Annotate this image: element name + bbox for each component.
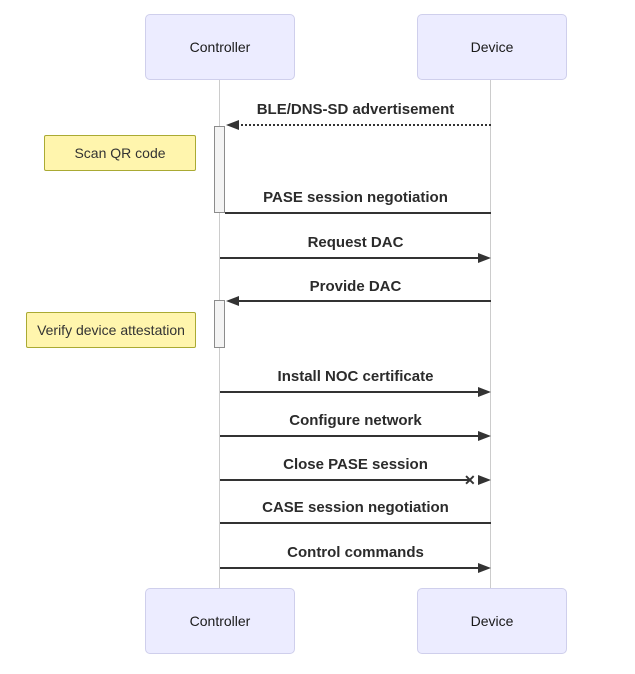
message-label: Close PASE session [283, 456, 428, 473]
cross-icon: ✕ [464, 472, 476, 488]
message-line [225, 212, 491, 214]
actor-controller-bottom: Controller [145, 588, 295, 654]
message-label: Configure network [289, 412, 422, 429]
actor-label: Device [470, 39, 514, 55]
device-lifeline [490, 80, 491, 589]
note-scan-qr-code: Scan QR code [44, 135, 196, 171]
message-line-dotted [230, 124, 491, 126]
message-label: BLE/DNS-SD advertisement [256, 101, 455, 118]
message-label: Request DAC [307, 234, 404, 251]
message-line [230, 300, 491, 302]
arrowhead-right [478, 431, 491, 441]
message-line [220, 479, 470, 481]
arrowhead-right [478, 475, 491, 485]
activation-bar-commissioning [214, 126, 225, 213]
actor-device-top: Device [417, 14, 567, 80]
actor-label: Device [470, 613, 514, 629]
message-line [220, 257, 484, 259]
message-label: Control commands [287, 544, 424, 561]
activation-bar-attestation [214, 300, 225, 348]
message-label: Install NOC certificate [277, 368, 434, 385]
message-line [220, 435, 484, 437]
message-line [220, 391, 484, 393]
arrowhead-right [478, 563, 491, 573]
actor-device-bottom: Device [417, 588, 567, 654]
actor-controller-top: Controller [145, 14, 295, 80]
message-line [220, 522, 491, 524]
arrowhead-right [478, 253, 491, 263]
actor-label: Controller [189, 613, 251, 629]
message-label: CASE session negotiation [262, 499, 449, 516]
actor-label: Controller [189, 39, 251, 55]
arrowhead-left [226, 120, 239, 130]
message-label: Provide DAC [309, 278, 402, 295]
arrowhead-left [226, 296, 239, 306]
note-text: Verify device attestation [37, 322, 185, 338]
message-label: PASE session negotiation [263, 189, 448, 206]
arrowhead-right [478, 387, 491, 397]
note-text: Scan QR code [74, 145, 166, 161]
note-verify-device-attestation: Verify device attestation [26, 312, 196, 348]
message-line [220, 567, 484, 569]
